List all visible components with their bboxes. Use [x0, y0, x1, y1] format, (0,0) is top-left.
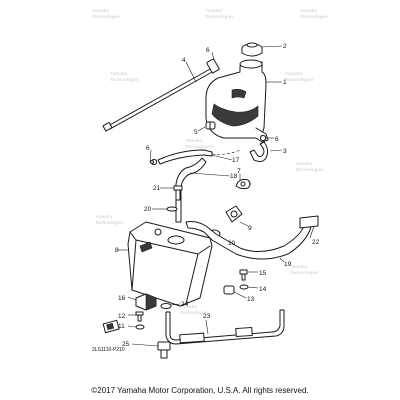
- reference-code: 2LS1110-P210: [92, 347, 125, 353]
- callout-12: 12: [118, 313, 126, 320]
- callout-16: 16: [118, 295, 126, 302]
- vent-hose: [157, 149, 241, 165]
- lower-fuel-tank: [118, 221, 213, 307]
- hose-union: [223, 285, 247, 299]
- watermark: Yamaha: [95, 214, 113, 219]
- watermark: Yamaha: [285, 71, 303, 76]
- callout-11: 11: [118, 323, 125, 330]
- exploded-view: Yamaha Technologies Yamaha Technologies …: [92, 8, 329, 359]
- watermark: Yamaha: [290, 264, 308, 269]
- gauge-cap: [225, 205, 249, 227]
- callout-25: 25: [122, 341, 130, 348]
- collar: [160, 303, 181, 309]
- callout-9: 9: [248, 225, 252, 232]
- bolt-12: [128, 311, 144, 322]
- callout-3: 3: [283, 148, 287, 155]
- watermark: Technologies: [290, 270, 319, 275]
- watermark: Technologies: [205, 14, 234, 19]
- overflow-hose: [249, 141, 283, 163]
- callout-4: 4: [182, 57, 186, 64]
- callout-20: 20: [144, 206, 152, 213]
- washer-20: [152, 206, 178, 212]
- washer-11: [127, 324, 145, 330]
- callout-6: 6: [206, 47, 210, 54]
- callout-24: 24: [181, 301, 189, 308]
- watermark: Yamaha: [92, 8, 110, 13]
- fuel-filler-pipe: [185, 215, 319, 263]
- callout-1: 1: [283, 79, 287, 86]
- clamp-top: [206, 51, 220, 74]
- watermark: Yamaha: [300, 8, 318, 13]
- watermark: Technologies: [185, 144, 214, 149]
- bolt-21: [160, 185, 183, 201]
- callout-22: 22: [312, 239, 320, 246]
- callout-2: 2: [283, 43, 287, 50]
- fuel-fitting: [131, 341, 171, 359]
- callout-6: 6: [146, 145, 150, 152]
- watermark: Yamaha: [185, 138, 203, 143]
- reference-label: [102, 319, 120, 334]
- callout-6: 6: [275, 136, 279, 143]
- callout-19: 19: [284, 261, 292, 268]
- callout-8: 8: [115, 247, 119, 254]
- filler-cap: [241, 42, 283, 57]
- hose-clamp-right: [259, 134, 274, 142]
- grommet: [197, 121, 216, 132]
- callout-13: 13: [247, 296, 255, 303]
- hose-clip: [235, 174, 251, 190]
- callout-21: 21: [153, 185, 161, 192]
- callout-5: 5: [194, 129, 198, 136]
- watermark: Technologies: [110, 77, 139, 82]
- bolt-15: [239, 269, 258, 281]
- watermark: Yamaha: [110, 71, 128, 76]
- watermark: Technologies: [180, 310, 209, 315]
- callout-14: 14: [259, 286, 267, 293]
- watermark: Yamaha: [180, 304, 198, 309]
- callout-numbers: 2 1 6 4 5 6 3 6 17 7 18 21 20 9 10 22 8 …: [92, 43, 320, 353]
- damper: [127, 293, 157, 311]
- washer-14: [239, 284, 259, 290]
- callout-18: 18: [230, 173, 238, 180]
- callout-10: 10: [228, 240, 236, 247]
- upper-reservoir-tank: [205, 59, 282, 143]
- watermark: Technologies: [285, 77, 314, 82]
- copyright-notice: ©2017 Yamaha Motor Corporation, U.S.A. A…: [91, 386, 309, 395]
- callout-17: 17: [232, 157, 240, 164]
- callout-7: 7: [237, 168, 241, 175]
- callout-15: 15: [259, 270, 267, 277]
- watermark: Technologies: [300, 14, 329, 19]
- lower-clip: [150, 160, 154, 164]
- vertical-hose: [175, 157, 231, 223]
- watermark: Yamaha: [295, 161, 313, 166]
- watermarks: Yamaha Technologies Yamaha Technologies …: [92, 8, 329, 315]
- watermark: Technologies: [95, 220, 124, 225]
- watermark: Technologies: [92, 14, 121, 19]
- fuel-line-hose: [165, 309, 285, 345]
- callout-23: 23: [203, 313, 211, 320]
- watermark: Technologies: [295, 167, 324, 172]
- watermark: Yamaha: [205, 8, 223, 13]
